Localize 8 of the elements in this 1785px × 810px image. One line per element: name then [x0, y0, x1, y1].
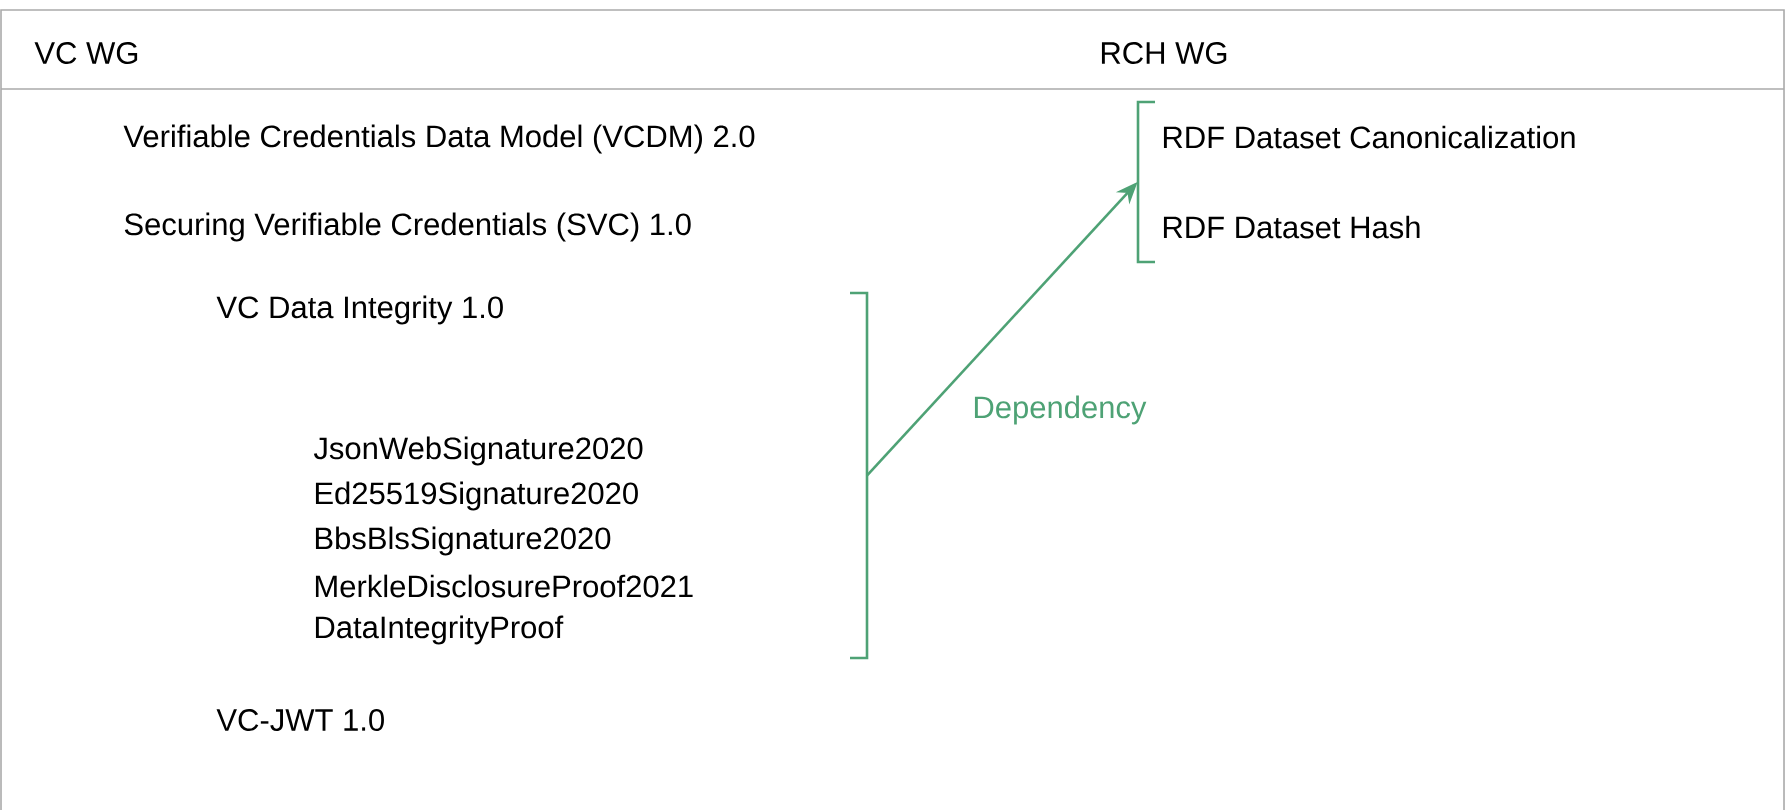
spec-title: VC-JWT 1.0: [216, 709, 384, 731]
bracket-group: RDF Dataset Canonicalization RDF Dataset Hash: [1136, 100, 1575, 264]
bracket-group: VC Data Integrity 1.0 JsonWebSignature2020 Ed25519Signature2020 BbsBlsSignature2020 MerkleDisclosureProof2021 DataIntegrityProof: [216, 291, 869, 660]
column-heading: VC WG: [34, 42, 138, 64]
spec-title: Verifiable Credentials Data Model (VCDM) 2.0: [123, 124, 755, 154]
column-heading: RCH WG: [1101, 42, 1227, 64]
edge-label: Dependency: [974, 395, 1147, 425]
spec-title: Securing Verifiable Credentials (SVC) 1.0: [124, 212, 691, 242]
